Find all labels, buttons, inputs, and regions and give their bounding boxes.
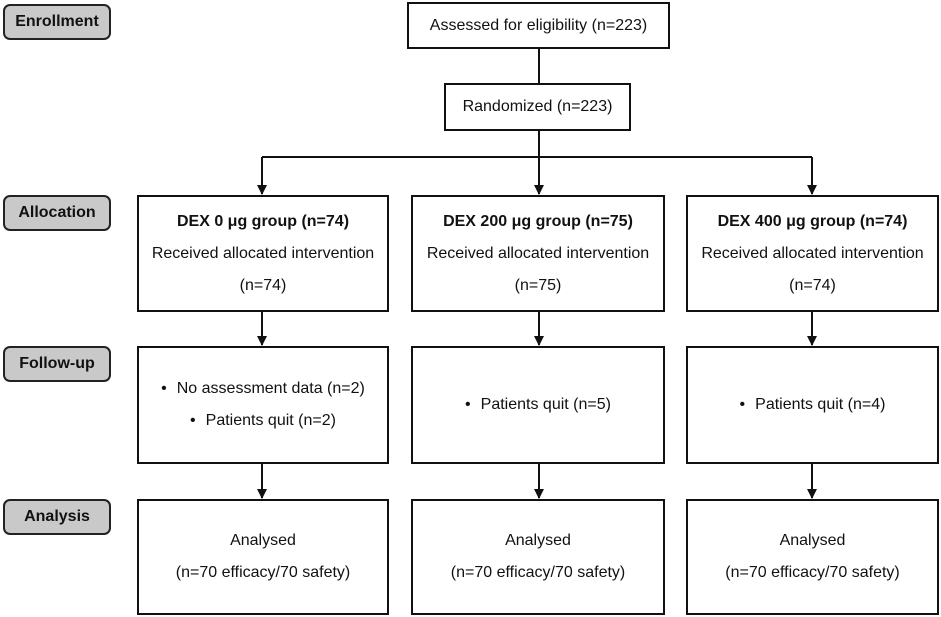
group-1-analysed: Analysed bbox=[230, 532, 296, 549]
group-1-received: Received allocated intervention bbox=[151, 244, 375, 262]
group-2-received-n: (n=75) bbox=[514, 276, 562, 294]
follow-up-box-group-1: •No assessment data (n=2) •Patients quit… bbox=[137, 346, 389, 464]
group-1-analysed-n: (n=70 efficacy/70 safety) bbox=[175, 564, 351, 581]
randomized-box: Randomized (n=223) bbox=[444, 83, 631, 131]
stage-label-allocation: Allocation bbox=[3, 195, 111, 231]
analysis-box-group-3: Analysed (n=70 efficacy/70 safety) bbox=[686, 499, 939, 615]
group-3-analysed: Analysed bbox=[779, 532, 846, 549]
group-3-analysed-n: (n=70 efficacy/70 safety) bbox=[725, 564, 900, 581]
allocation-box-group-3: DEX 400 μg group (n=74) Received allocat… bbox=[686, 195, 939, 312]
group-2-analysed: Analysed bbox=[505, 532, 571, 549]
analysis-box-group-2: Analysed (n=70 efficacy/70 safety) bbox=[411, 499, 665, 615]
follow-up-item: •No assessment data (n=2) bbox=[161, 380, 365, 397]
follow-up-item: •Patients quit (n=5) bbox=[465, 396, 611, 413]
assessed-box: Assessed for eligibility (n=223) bbox=[407, 2, 670, 49]
stage-label-enrollment: Enrollment bbox=[3, 4, 111, 40]
follow-up-item: •Patients quit (n=2) bbox=[190, 412, 336, 429]
stage-enrollment-text: Enrollment bbox=[15, 13, 99, 30]
follow-up-item-text: Patients quit (n=2) bbox=[205, 412, 336, 429]
randomized-text: Randomized (n=223) bbox=[462, 98, 613, 115]
group-3-name: DEX 400 μg group (n=74) bbox=[717, 212, 908, 230]
stage-label-follow-up: Follow-up bbox=[3, 346, 111, 382]
stage-follow-up-text: Follow-up bbox=[19, 355, 95, 372]
follow-up-box-group-3: •Patients quit (n=4) bbox=[686, 346, 939, 464]
follow-up-item-text: No assessment data (n=2) bbox=[176, 380, 365, 397]
group-3-received-n: (n=74) bbox=[789, 276, 836, 294]
allocation-box-group-1: DEX 0 μg group (n=74) Received allocated… bbox=[137, 195, 389, 312]
group-1-received-n: (n=74) bbox=[239, 276, 287, 294]
assessed-text: Assessed for eligibility (n=223) bbox=[429, 16, 648, 34]
follow-up-box-group-2: •Patients quit (n=5) bbox=[411, 346, 665, 464]
stage-analysis-text: Analysis bbox=[24, 508, 90, 525]
group-1-name: DEX 0 μg group (n=74) bbox=[176, 212, 350, 230]
group-2-received: Received allocated intervention bbox=[426, 244, 650, 262]
group-3-received: Received allocated intervention bbox=[701, 244, 924, 262]
group-2-analysed-n: (n=70 efficacy/70 safety) bbox=[450, 564, 626, 581]
follow-up-item-text: Patients quit (n=4) bbox=[755, 396, 886, 413]
group-2-name: DEX 200 μg group (n=75) bbox=[443, 212, 633, 230]
follow-up-item-text: Patients quit (n=5) bbox=[480, 396, 611, 413]
allocation-box-group-2: DEX 200 μg group (n=75) Received allocat… bbox=[411, 195, 665, 312]
stage-label-analysis: Analysis bbox=[3, 499, 111, 535]
analysis-box-group-1: Analysed (n=70 efficacy/70 safety) bbox=[137, 499, 389, 615]
follow-up-item: •Patients quit (n=4) bbox=[739, 396, 886, 413]
stage-allocation-text: Allocation bbox=[18, 204, 96, 221]
